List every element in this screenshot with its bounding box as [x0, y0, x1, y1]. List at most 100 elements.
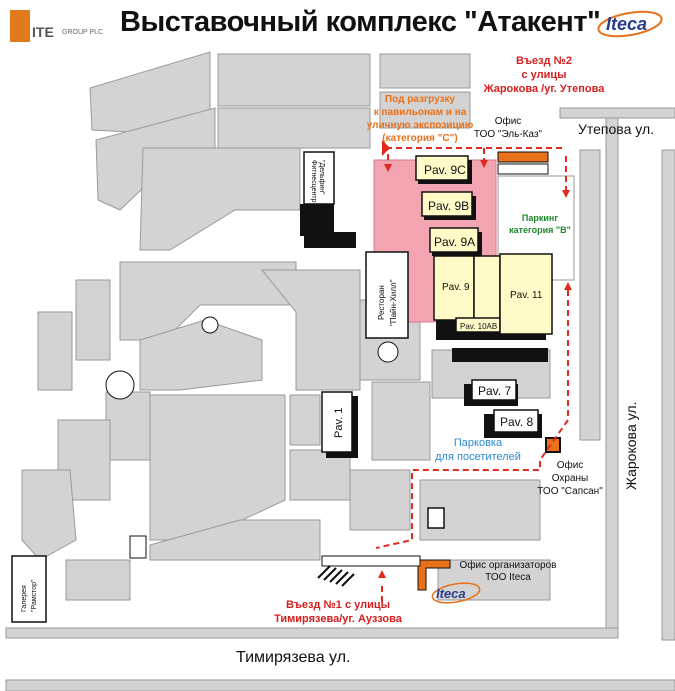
security-line-2: Охраны: [552, 473, 589, 484]
el-kaz-line-2: ТОО "Эль-Каз": [474, 129, 543, 140]
pav-corridor: [452, 348, 548, 362]
gallery-ramstor: Галерея "Рамстор": [11, 555, 47, 623]
svg-text:Iteca: Iteca: [436, 586, 466, 601]
iteca-logo: Iteca: [597, 10, 663, 38]
block-w6: [105, 391, 151, 461]
parking-b-line-2: категория "В": [509, 225, 571, 235]
block-w4: [75, 279, 111, 361]
arrow-left: [382, 140, 390, 156]
zharokova-edge-left: [605, 117, 619, 639]
unloading-note: Под разгрузку к павильонам и на уличную …: [367, 94, 474, 144]
arrow-down-2: [480, 160, 488, 168]
city-blocks: [21, 51, 601, 601]
block-c3: [371, 381, 431, 461]
restaurant-label-1: Ресторан: [377, 285, 386, 320]
entrance-2-line-2: с улицы: [521, 69, 566, 81]
gate-barriers: [317, 565, 355, 587]
kiosk: [129, 535, 147, 559]
pav-1-label: Pav. 1: [333, 408, 345, 438]
pav-8[interactable]: [493, 409, 539, 433]
arrow-down-1: [384, 164, 392, 172]
round-structure-2: [105, 370, 135, 400]
pav-9b-label: Pav. 9B: [428, 199, 469, 213]
restaurant-building: [365, 251, 409, 339]
pav-9c[interactable]: [415, 155, 469, 181]
block-w2: [139, 147, 301, 251]
ite-logo-subtitle: GROUP PLC: [62, 29, 104, 36]
fitness-centre: Фитнесцентр "Дельфин": [300, 151, 356, 248]
pav-9[interactable]: [433, 255, 475, 321]
pav-9a[interactable]: [429, 227, 479, 253]
route-entry1-north: [375, 290, 569, 549]
pav-9-label: Pav. 9: [442, 282, 470, 293]
pav-10ab-label: Pav. 10AB: [460, 322, 497, 331]
round-block: [21, 469, 77, 561]
el-kaz-building-2: [497, 163, 549, 175]
pav-1[interactable]: [321, 391, 353, 453]
block-n1: [217, 53, 371, 107]
entrance-1-line-2: Тимирязева/уг. Ауззова: [274, 613, 403, 625]
el-kaz-building-1: [497, 151, 549, 163]
pav-9b[interactable]: [421, 191, 473, 217]
street-edges: [5, 107, 675, 691]
block-e1: [579, 149, 601, 441]
fitness-annex: [300, 204, 334, 236]
block-w3: [119, 261, 297, 341]
block-center: [260, 269, 361, 391]
ite-logo-letters: ITE: [32, 24, 54, 40]
route-arrows: [378, 140, 572, 578]
arrow-down-3: [562, 190, 570, 198]
svg-text:Iteca: Iteca: [606, 14, 647, 34]
block-se1: [419, 479, 541, 541]
pav-7[interactable]: [471, 379, 517, 401]
block-s1: [149, 519, 321, 561]
unloading-line-1: Под разгрузку: [385, 94, 456, 105]
organizers-line-1: Офис организаторов: [460, 559, 557, 571]
iteca-small-logo: Iteca: [431, 582, 481, 604]
pav-7-label: Pav. 7: [478, 384, 511, 398]
pav-11[interactable]: [499, 253, 553, 335]
pav-9-ext: [473, 255, 501, 321]
fitness-annex-2: [304, 232, 356, 248]
el-kaz-office: [497, 151, 549, 175]
unloading-line-2: к павильонам и на: [374, 107, 467, 118]
parking-b-line-1: Паркинг: [522, 213, 558, 223]
arrow-up-2: [378, 570, 386, 578]
misc-structures: [105, 316, 399, 559]
street-timiryazeva: Тимирязева ул.: [236, 649, 350, 666]
block-n3: [379, 53, 471, 89]
unloading-line-4: (категория "С"): [382, 133, 457, 144]
pav-9c-label: Pav. 9C: [424, 163, 466, 177]
entrance-2-line-1: Въезд №2: [516, 55, 572, 67]
security-line-1: Офис: [557, 459, 584, 471]
entrance-1-label: Въезд №1 с улицы Тимирязева/уг. Ауззова: [274, 599, 403, 625]
timiryazeva-edge: [5, 627, 619, 639]
restaurant-label-2: "Пайн-Хилл": [389, 279, 398, 326]
security-office-label: Офис Охраны ТОО "Сапсан": [537, 459, 603, 497]
security-office-building: [545, 437, 561, 453]
pav-9a-label: Pav. 9A: [434, 235, 475, 249]
arrow-up-1: [564, 282, 572, 290]
block-c5: [349, 469, 411, 531]
entrance-2-label: Въезд №2 с улицы Жарокова /уг. Утепова: [483, 55, 606, 95]
security-line-3: ТОО "Сапсан": [537, 486, 603, 497]
entrance-1-gate: [317, 555, 421, 587]
ite-logo-mark: [10, 10, 30, 44]
gallery-building: [11, 555, 47, 623]
restaurant-pine-hill: Ресторан "Пайн-Хилл": [365, 251, 409, 339]
el-kaz-label: Офис ТОО "Эль-Каз": [474, 115, 543, 140]
visitor-parking-line-1: Парковка: [454, 437, 503, 449]
entrance-1-line-1: Въезд №1 с улицы: [286, 599, 390, 611]
organizers-line-2: ТОО Iteca: [485, 572, 531, 583]
block-s2: [65, 559, 131, 601]
round-structure: [377, 341, 399, 363]
fitness-label-1: Фитнесцентр: [310, 160, 317, 203]
fitness-building: [303, 151, 335, 205]
ite-group-logo: ITE GROUP PLC: [10, 10, 110, 44]
organizers-building: [417, 559, 451, 591]
parking-b-label: Паркинг категория "В": [509, 213, 571, 235]
map-title: Выставочный комплекс "Атакент": [120, 6, 601, 38]
pavilions: Pav. 9C Pav. 9B Pav. 9A Pav. 9 Pav. 10AB…: [321, 155, 553, 458]
block-sw2: [289, 394, 321, 446]
